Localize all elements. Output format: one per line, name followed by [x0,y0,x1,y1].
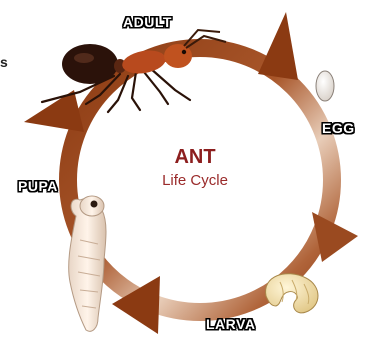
egg-illustration [316,71,334,101]
arrowhead-pupa-to-adult [24,90,84,132]
stage-label-adult: ADULT [123,14,172,30]
stage-label-larva: LARVA [206,316,255,332]
stage-label-egg: EGG [322,120,355,136]
larva-illustration [266,274,318,313]
stage-label-pupa: PUPA [18,178,58,194]
arrowhead-adult-to-egg [258,12,298,80]
diagram-subtitle: Life Cycle [120,172,270,189]
edge-text-fragment: s [0,54,8,70]
diagram-title: ANT [120,146,270,169]
